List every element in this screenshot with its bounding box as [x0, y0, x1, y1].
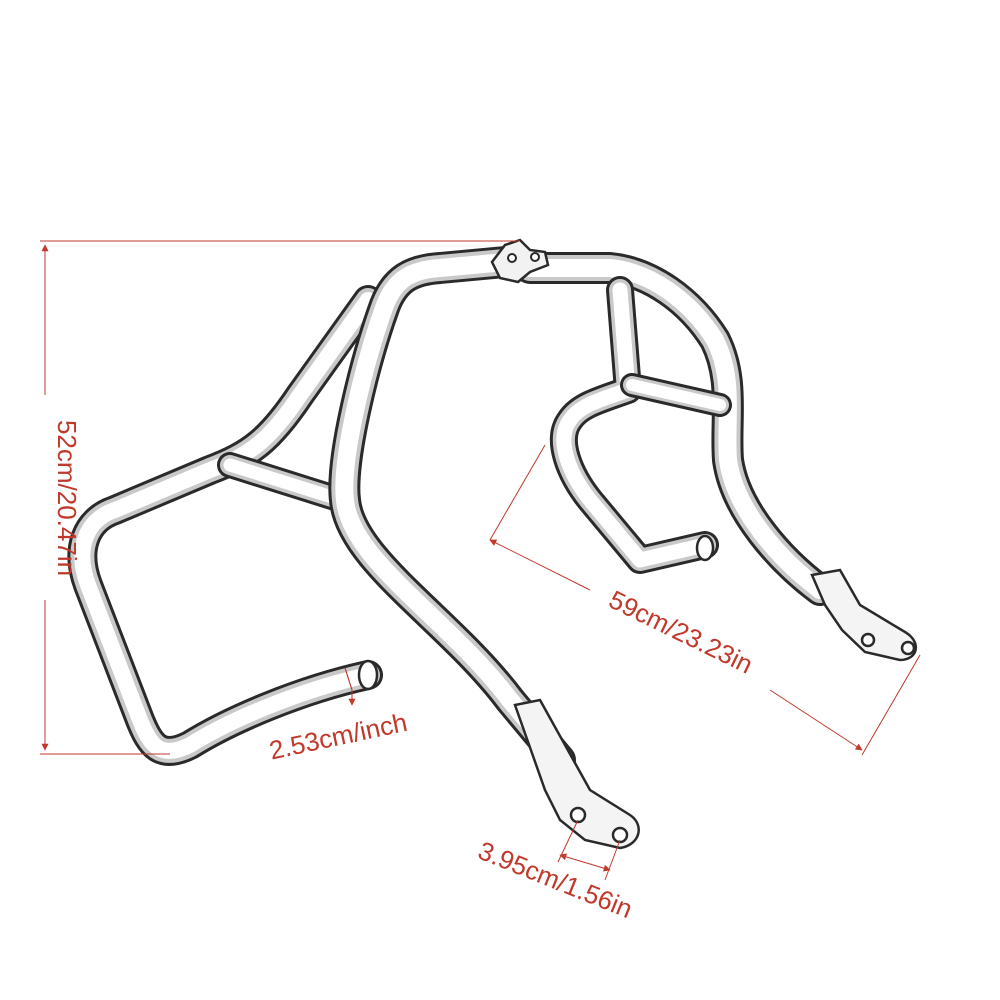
width-arrow-left [489, 539, 591, 591]
dimension-lines [40, 240, 921, 881]
right-cross-brace [620, 373, 732, 417]
left-cross-brace [217, 452, 348, 511]
tube-diameter-marker [344, 667, 353, 691]
height-label: 52cm/20.47in [52, 420, 82, 576]
hole-spacing-label: 3.95cm/1.56in [474, 835, 637, 924]
hole-spacing-extension-right [604, 839, 621, 881]
width-arrow-right [769, 689, 863, 751]
width-label: 59cm/23.23in [604, 584, 757, 679]
hole-spacing-extension-left [557, 819, 579, 863]
tube-end-right [695, 534, 715, 562]
tube-diameter-label: 2.53cm/inch [266, 707, 409, 765]
lower-mount-plate-left [513, 698, 640, 850]
width-extension-right [861, 654, 921, 756]
lower-mount-plate-right [810, 568, 917, 662]
main-front-tube [328, 246, 576, 776]
right-rear-loop-tube [549, 276, 719, 574]
hole-spacing-arrow [559, 853, 611, 872]
crash-bar-frame [67, 238, 917, 850]
top-mount-bracket [490, 238, 550, 284]
width-extension-left [489, 444, 546, 541]
left-loop-tube [67, 285, 383, 766]
tube-end-left [357, 659, 379, 691]
